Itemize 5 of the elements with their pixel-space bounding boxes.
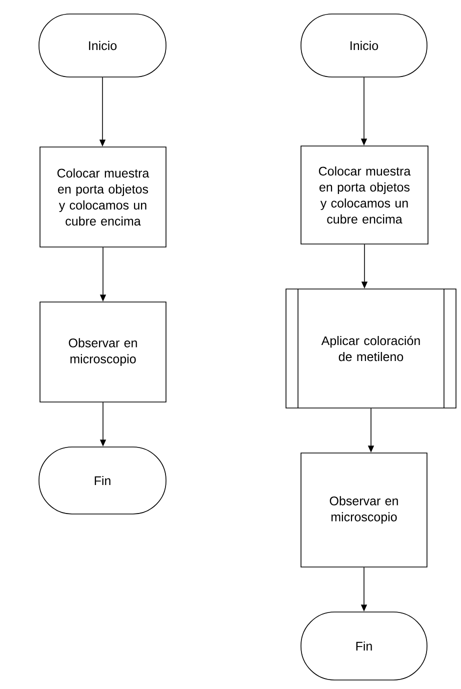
predefined-process-box: Aplicar coloración de metileno bbox=[286, 288, 456, 408]
process-box: Observar en microscopio bbox=[40, 302, 166, 402]
process-box: Observar en microscopio bbox=[300, 452, 428, 568]
process-box: Colocar muestra en porta objetos y colocamos un cubre encima bbox=[40, 146, 166, 248]
process-box: Colocar muestra en porta objetos y colocamos un cubre encima bbox=[300, 146, 428, 244]
